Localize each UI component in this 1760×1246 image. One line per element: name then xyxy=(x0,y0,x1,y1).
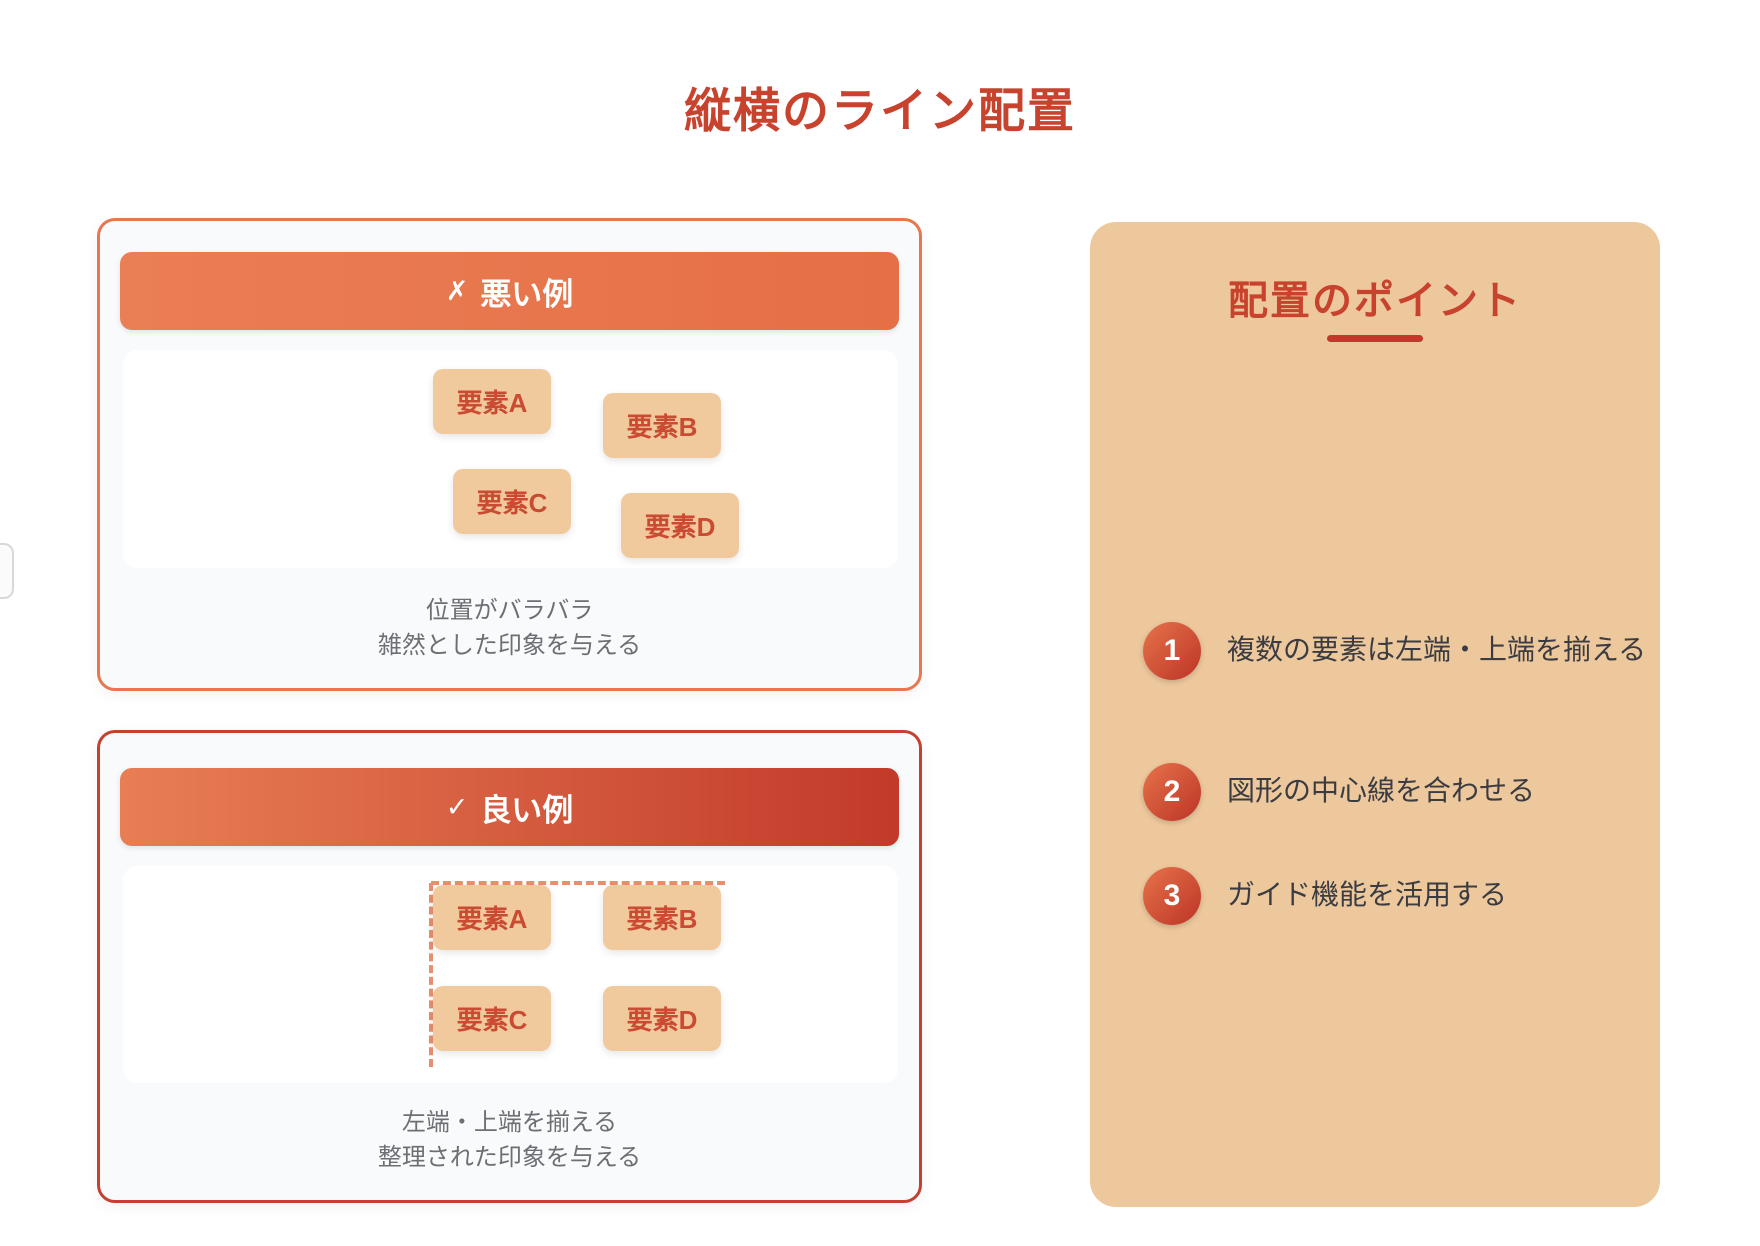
element-box-c: 要素C xyxy=(433,986,551,1051)
element-box-b: 要素B xyxy=(603,885,721,950)
element-box-c: 要素C xyxy=(453,469,571,534)
bad-example-caption-line1: 位置がバラバラ xyxy=(425,597,594,624)
point-text: 複数の要素は左端・上端を揃える xyxy=(1227,634,1647,665)
title-underline xyxy=(1327,335,1423,342)
top-alignment-guide-line xyxy=(431,881,725,885)
bad-example-caption: 位置がバラバラ 雑然とした印象を与える xyxy=(100,593,919,663)
element-box-a: 要素A xyxy=(433,885,551,950)
bad-example-panel: ✗ 悪い例 要素A 要素B 要素C 要素D 位置がバラバラ 雑然とした印象を与え… xyxy=(97,218,922,691)
left-alignment-guide-line xyxy=(429,883,433,1067)
page-title: 縦横のライン配置 xyxy=(684,84,1076,137)
good-example-header: ✓ 良い例 xyxy=(120,768,899,846)
check-icon: ✓ xyxy=(445,791,469,822)
element-box-d: 要素D xyxy=(621,493,739,558)
element-box-d: 要素D xyxy=(603,986,721,1051)
cross-icon: ✗ xyxy=(445,275,469,306)
points-panel: 配置のポイント 1 複数の要素は左端・上端を揃える 2 図形の中心線を合わせる … xyxy=(1090,222,1660,1207)
point-item-2: 2 図形の中心線を合わせる xyxy=(1143,763,1667,821)
element-box-b: 要素B xyxy=(603,393,721,458)
point-number-badge: 2 xyxy=(1143,763,1201,821)
good-example-panel: ✓ 良い例 要素A 要素B 要素C 要素D 左端・上端を揃える 整理された印象を… xyxy=(97,730,922,1203)
point-number-badge: 1 xyxy=(1143,622,1201,680)
point-text: 図形の中心線を合わせる xyxy=(1227,775,1536,806)
good-example-header-label: 良い例 xyxy=(480,792,574,828)
bad-example-header: ✗ 悪い例 xyxy=(120,252,899,330)
good-example-caption-line2: 整理された印象を与える xyxy=(377,1144,642,1171)
element-box-a: 要素A xyxy=(433,369,551,434)
point-text: ガイド機能を活用する xyxy=(1227,879,1508,910)
points-panel-title: 配置のポイント xyxy=(1228,279,1522,323)
edge-tab-artifact xyxy=(0,543,14,599)
bad-example-caption-line2: 雑然とした印象を与える xyxy=(377,632,642,659)
good-example-caption: 左端・上端を揃える 整理された印象を与える xyxy=(100,1105,919,1175)
bad-example-header-label: 悪い例 xyxy=(480,276,574,312)
good-example-caption-line1: 左端・上端を揃える xyxy=(401,1109,618,1136)
point-item-1: 1 複数の要素は左端・上端を揃える xyxy=(1143,622,1667,680)
point-number-badge: 3 xyxy=(1143,867,1201,925)
point-item-3: 3 ガイド機能を活用する xyxy=(1143,867,1667,925)
